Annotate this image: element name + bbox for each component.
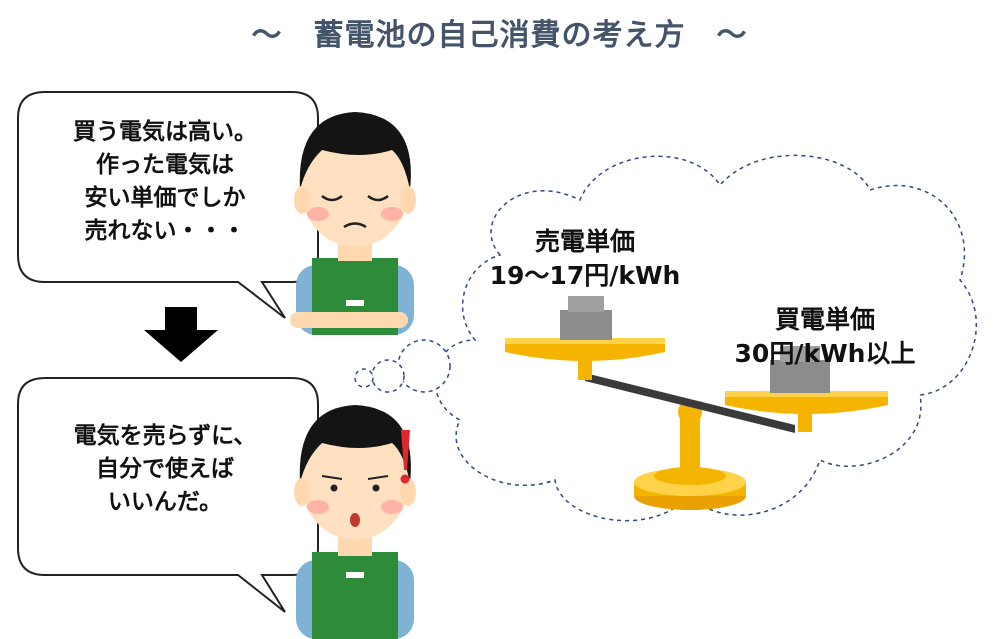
buy-price-title: 買電単価 — [774, 305, 875, 334]
person-surprised-avatar — [294, 405, 416, 639]
person-sad-avatar — [290, 112, 416, 335]
buy-price-label: 買電単価 30円/kWh以上 — [700, 303, 950, 371]
bubble-bottom-line-3: いいんだ。 — [107, 489, 223, 515]
buy-price-value: 30円/kWh以上 — [734, 339, 916, 368]
sell-price-title: 売電単価 — [534, 227, 635, 256]
down-arrow-icon — [144, 307, 218, 362]
bubble-top-line-3: 安い単価でしか — [84, 185, 246, 211]
thought-cloud-icon — [354, 154, 977, 522]
bubble-top-line-1: 買う電気は高い。 — [73, 119, 257, 145]
exclamation-icon — [400, 430, 410, 484]
bubble-top-line-2: 作った電気は — [96, 152, 234, 178]
bubble-bottom-text: 電気を売らずに、 自分で使えば いいんだ。 — [20, 420, 310, 519]
speech-bubble-top — [17, 91, 319, 319]
balance-scale-icon — [505, 296, 888, 510]
bubble-top-text: 買う電気は高い。 作った電気は 安い単価でしか 売れない・・・ — [20, 116, 310, 248]
sell-price-value: 19〜17円/kWh — [489, 261, 681, 290]
page-title: 〜 蓄電池の自己消費の考え方 〜 — [251, 18, 748, 53]
bubble-top-line-4: 売れない・・・ — [84, 218, 246, 244]
bubble-bottom-line-1: 電気を売らずに、 — [73, 423, 257, 449]
sell-price-label: 売電単価 19〜17円/kWh — [455, 225, 715, 293]
bubble-bottom-line-2: 自分で使えば — [96, 456, 234, 482]
speech-bubble-bottom — [17, 377, 319, 613]
